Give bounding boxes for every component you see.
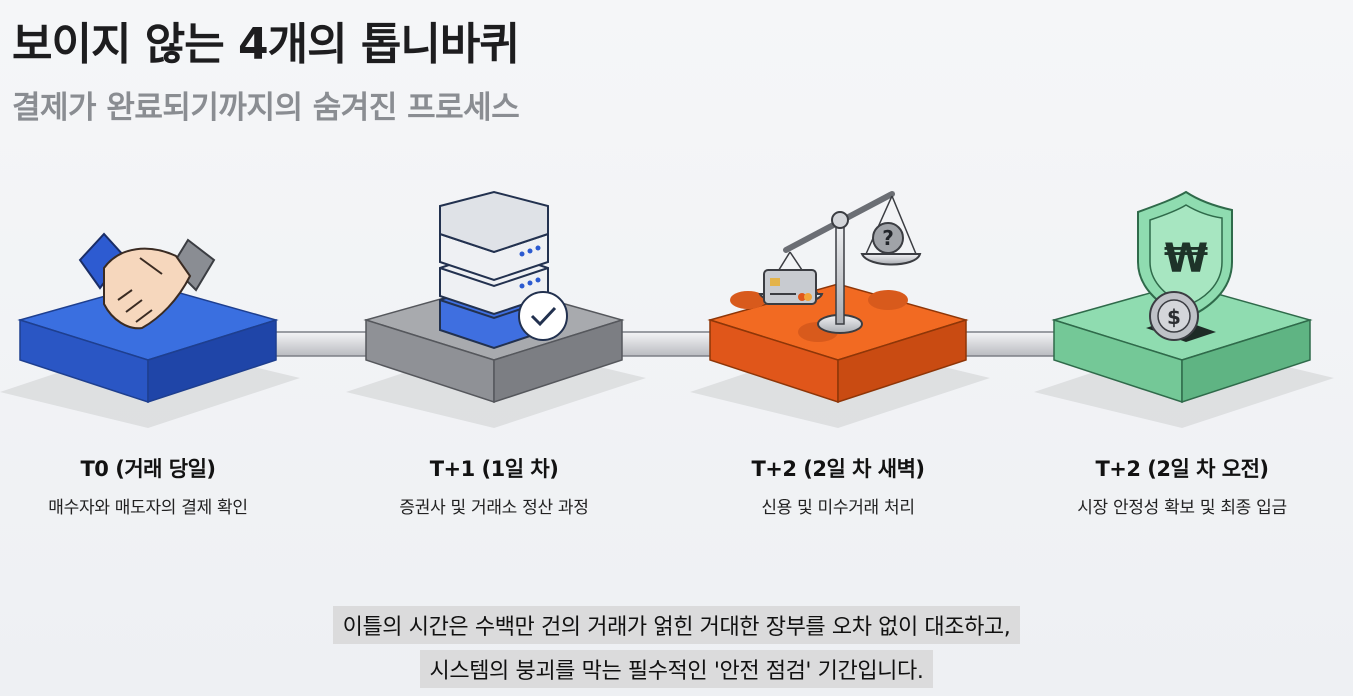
shield-won-coin-icon bbox=[1137, 190, 1233, 341]
caption-line-2: 시스템의 붕괴를 막는 필수적인 '안전 점검' 기간입니다. bbox=[419, 650, 934, 688]
step-title: T+2 (2일 차 오전) bbox=[1095, 457, 1269, 481]
server-check-icon bbox=[439, 190, 568, 350]
step-t0: T0 (거래 당일) 매수자와 매도자의 결제 확인 bbox=[0, 453, 308, 518]
caption-line-2-wrap: 시스템의 붕괴를 막는 필수적인 '안전 점검' 기간입니다. bbox=[0, 650, 1353, 688]
step-title: T+1 (1일 차) bbox=[429, 457, 559, 481]
step-title: T0 (거래 당일) bbox=[80, 457, 216, 481]
step-t2-morning: T+2 (2일 차 오전) 시장 안정성 확보 및 최종 입금 bbox=[1022, 453, 1342, 518]
step-title: T+2 (2일 차 새벽) bbox=[751, 457, 925, 481]
step-t2-dawn: T+2 (2일 차 새벽) 신용 및 미수거래 처리 bbox=[678, 453, 998, 518]
step-t1: T+1 (1일 차) 증권사 및 거래소 정산 과정 bbox=[334, 453, 654, 518]
step-description: 증권사 및 거래소 정산 과정 bbox=[399, 498, 589, 518]
handshake-icon bbox=[78, 232, 216, 330]
step-description: 시장 안정성 확보 및 최종 입금 bbox=[1077, 498, 1287, 518]
dollar-symbol-text: $ bbox=[1167, 305, 1181, 329]
page-subtitle: 결제가 완료되기까지의 숨겨진 프로세스 bbox=[12, 90, 520, 126]
caption-line-1-wrap: 이틀의 시간은 수백만 건의 거래가 얽힌 거대한 장부를 오차 없이 대조하고… bbox=[0, 606, 1353, 644]
balance-scale-icon bbox=[758, 191, 922, 334]
caption-line-1: 이틀의 시간은 수백만 건의 거래가 얽힌 거대한 장부를 오차 없이 대조하고… bbox=[332, 606, 1021, 644]
question-mark-text: ? bbox=[882, 226, 894, 250]
step-description: 매수자와 매도자의 결제 확인 bbox=[48, 498, 248, 518]
step-description: 신용 및 미수거래 처리 bbox=[761, 498, 915, 518]
won-symbol-text: ₩ bbox=[1164, 236, 1208, 282]
page-title: 보이지 않는 4개의 톱니바퀴 bbox=[12, 19, 520, 70]
